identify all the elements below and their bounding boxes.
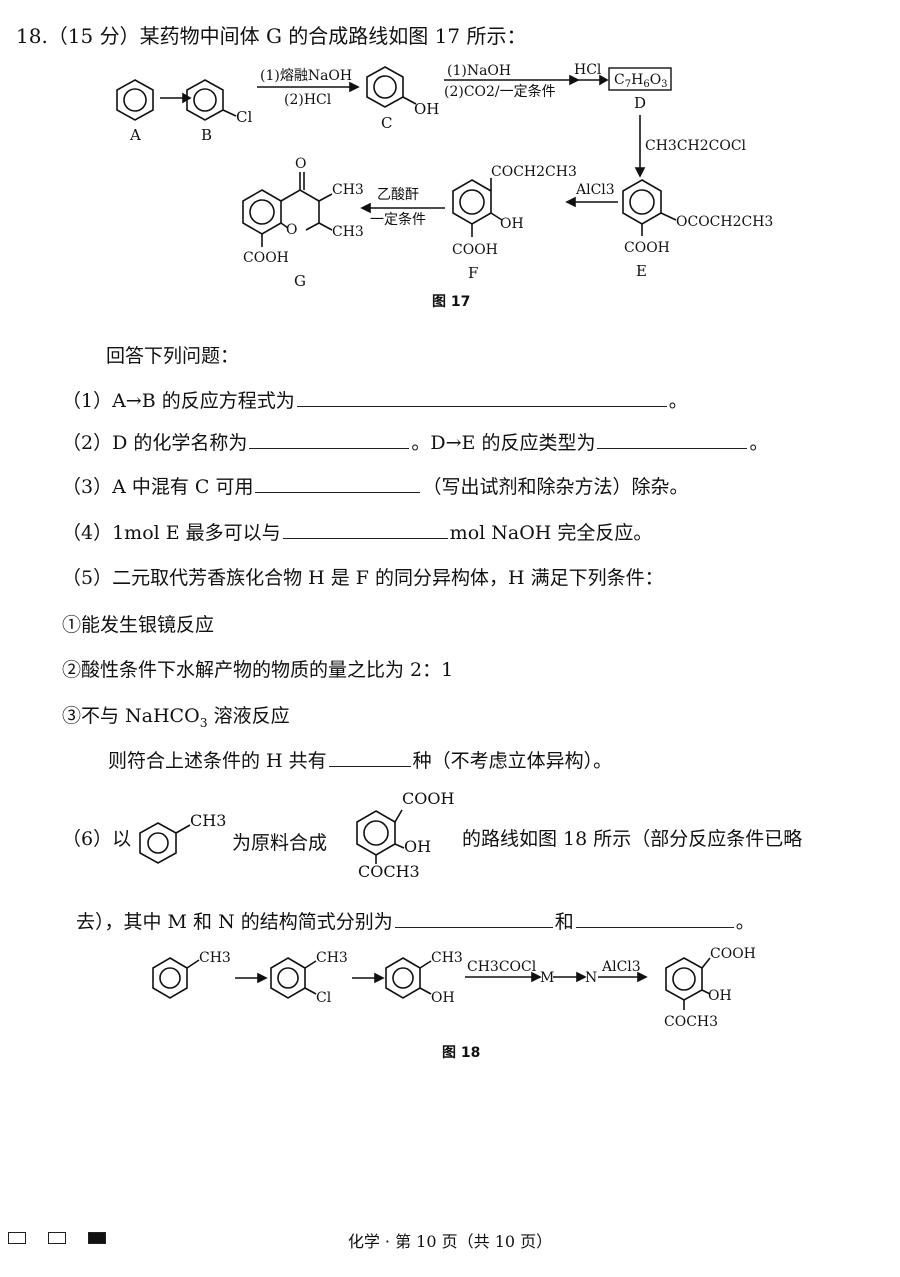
f18-product	[665, 957, 711, 1010]
label-a: A	[129, 126, 141, 144]
target-cooh: COOH	[402, 789, 454, 808]
figure-17-scheme: A B Cl C OH (1)熔融NaOH (2)HCl (1)NaOH (2)…	[116, 62, 773, 310]
g-ch3-bottom: CH3	[332, 224, 364, 240]
toluene-ch3: CH3	[190, 811, 226, 830]
f18-ch3-2: CH3	[316, 950, 348, 966]
part-6-prefix: （6）以	[62, 828, 132, 850]
answer-blank-5[interactable]	[328, 748, 411, 767]
b-cl: Cl	[236, 108, 252, 126]
part-6-line2: 去），其中 M 和 N 的结构简式分别为和。	[76, 909, 755, 933]
answer-blank-2a[interactable]	[249, 430, 410, 449]
part-5-condition-3: ③不与 NaHCO3 溶液反应	[62, 705, 290, 730]
figure-18-scheme: CH3 CH3 Cl CH3 OH CH3COCl M N AlCl3 COOH…	[152, 946, 756, 1060]
f18-m: M	[540, 970, 554, 986]
compound-a-structure	[116, 79, 154, 121]
questions-prompt: 回答下列问题：	[106, 345, 240, 367]
compound-b-structure	[186, 79, 237, 121]
f18-product-oh: OH	[708, 988, 732, 1004]
part-5-condition-1: ①能发生银镜反应	[62, 614, 215, 636]
reagent-e-f: AlCl3	[575, 182, 615, 198]
g-cooh: COOH	[243, 250, 289, 266]
toluene-structure	[139, 822, 191, 864]
reagent-f-g-1: 乙酸酐	[377, 187, 419, 203]
reagent-c-d-1: (1)NaOH	[447, 63, 511, 79]
compound-c-structure	[366, 66, 417, 108]
e-cooh: COOH	[624, 240, 670, 256]
target-oh: OH	[404, 837, 431, 856]
reagent-b-c-2: (2)HCl	[284, 92, 332, 108]
g-ring-o: O	[286, 222, 297, 238]
reagent-c-d-2: (2)CO2/一定条件	[444, 83, 556, 100]
f18-cresol	[385, 957, 432, 999]
f18-reagent-2: AlCl3	[601, 959, 641, 975]
answer-blank-4[interactable]	[282, 520, 448, 539]
compound-e-structure	[622, 179, 677, 236]
footer-box-2	[48, 1232, 66, 1244]
label-g: G	[294, 272, 306, 290]
part-5-question: 则符合上述条件的 H 共有种（不考虑立体异构）。	[108, 748, 613, 772]
footer-box-1	[8, 1232, 26, 1244]
f18-cl: Cl	[316, 990, 332, 1006]
answer-blank-6m[interactable]	[394, 909, 553, 928]
figure-18-caption: 图 18	[442, 1045, 480, 1060]
d-formula: C7H6O3	[614, 72, 668, 90]
answer-blank-3[interactable]	[255, 474, 421, 493]
label-f: F	[468, 264, 478, 282]
part-6-mid: 为原料合成	[232, 832, 328, 854]
answer-blank-1[interactable]	[296, 388, 667, 407]
reagent-hcl: HCl	[574, 62, 602, 78]
f18-toluene	[152, 957, 200, 999]
compound-g-structure	[242, 172, 333, 247]
reagent-b-c-1: (1)熔融NaOH	[260, 68, 352, 84]
question-header: 18.（15 分）某药物中间体 G 的合成路线如图 17 所示：	[16, 24, 527, 48]
c-oh: OH	[414, 100, 439, 118]
part-6-structures: CH3 COOH OH COCH3	[139, 789, 454, 881]
target-product-structure	[356, 809, 405, 864]
target-coch3: COCH3	[358, 862, 420, 881]
f-cooh: COOH	[452, 242, 498, 258]
part-3: （3）A 中混有 C 可用（写出试剂和除杂方法）除杂。	[62, 474, 689, 498]
g-carbonyl-o: O	[295, 156, 306, 172]
f18-coch3: COCH3	[664, 1014, 718, 1030]
label-b: B	[201, 126, 212, 144]
figure-17-caption: 图 17	[432, 294, 470, 310]
f-ketone: COCH2CH3	[491, 164, 577, 180]
f18-cooh: COOH	[710, 946, 756, 962]
part-1: （1）A→B 的反应方程式为。	[62, 388, 688, 412]
e-ester: OCOCH2CH3	[676, 214, 773, 230]
f18-ch3-3: CH3	[431, 950, 463, 966]
part-2: （2）D 的化学名称为。D→E 的反应类型为。	[62, 430, 769, 454]
g-ch3-top: CH3	[332, 182, 364, 198]
answer-blank-6n[interactable]	[575, 909, 734, 928]
f-oh: OH	[500, 216, 524, 232]
part-6-suffix: 的路线如图 18 所示（部分反应条件已略	[462, 828, 803, 850]
label-d: D	[634, 94, 646, 112]
f18-reagent-1: CH3COCl	[467, 959, 537, 975]
f18-chlorotoluene	[270, 957, 317, 999]
label-c: C	[381, 114, 392, 132]
label-e: E	[636, 262, 647, 280]
part-5-intro: （5）二元取代芳香族化合物 H 是 F 的同分异构体，H 满足下列条件：	[62, 567, 664, 589]
f18-ch3-1: CH3	[199, 950, 231, 966]
footer-box-3	[88, 1232, 106, 1244]
compound-f-structure	[452, 178, 503, 237]
part-5-condition-2: ②酸性条件下水解产物的物质的量之比为 2：1	[62, 659, 454, 681]
f18-oh: OH	[431, 990, 455, 1006]
answer-blank-2b[interactable]	[597, 430, 748, 449]
page-footer: 化学 · 第 10 页（共 10 页）	[347, 1232, 553, 1251]
reagent-d-e: CH3CH2COCl	[645, 138, 747, 154]
f18-n: N	[585, 970, 597, 986]
reagent-f-g-2: 一定条件	[370, 211, 426, 228]
